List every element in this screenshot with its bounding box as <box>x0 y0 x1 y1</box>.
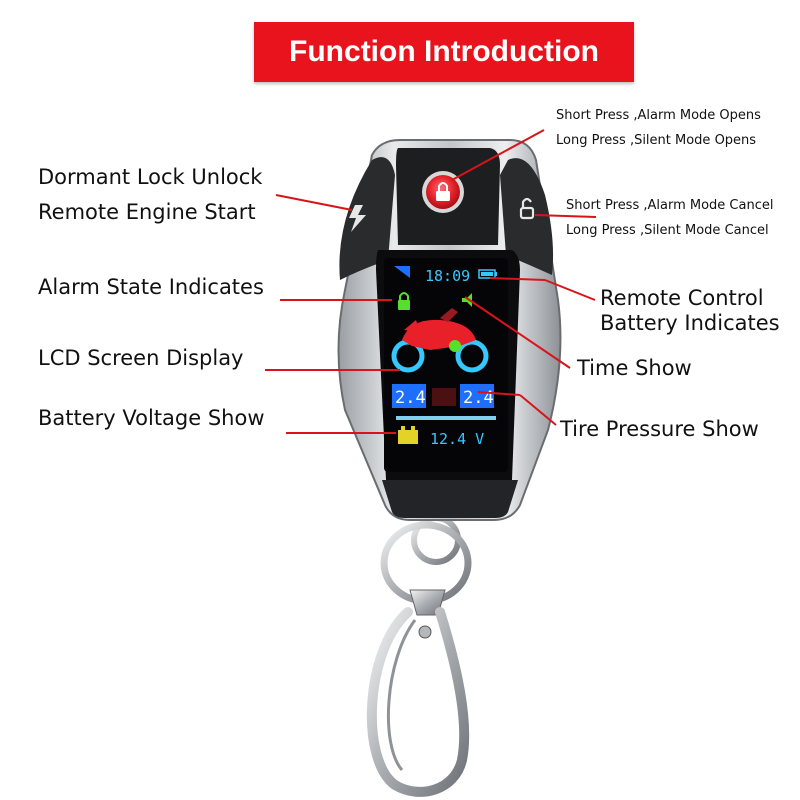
lock-short-press-text: Short Press ,Alarm Mode Opens <box>556 108 761 123</box>
tire-center-indicator <box>432 388 456 406</box>
label-battery-indicates: Battery Indicates <box>600 311 780 335</box>
battery-voltage-icon <box>398 430 418 444</box>
motorcycle-icon <box>391 308 489 373</box>
lcd-tire-left: 2.4 <box>395 388 426 408</box>
lcd-tire-right: 2.4 <box>463 388 494 408</box>
label-time-show: Time Show <box>577 356 692 380</box>
label-alarm-state: Alarm State Indicates <box>38 275 264 299</box>
label-remote-engine-start: Remote Engine Start <box>38 200 256 224</box>
lcd-time: 18:09 <box>425 267 470 285</box>
hook-gate <box>386 619 417 771</box>
unlock-button[interactable] <box>519 197 535 220</box>
lightning-icon <box>349 205 366 232</box>
lock-long-press-text: Long Press ,Silent Mode Opens <box>556 133 757 148</box>
unlock-long-press-text: Long Press ,Silent Mode Cancel <box>566 223 769 238</box>
alarm-lock-icon <box>398 300 410 310</box>
engine-start-button[interactable] <box>349 205 366 232</box>
lock-icon <box>436 191 450 201</box>
snap-hook <box>366 607 470 797</box>
function-introduction-banner: Function Introduction <box>254 22 634 82</box>
label-remote-control: Remote Control <box>600 286 764 310</box>
keychain <box>366 515 472 797</box>
unlock-short-press-text: Short Press ,Alarm Mode Cancel <box>566 198 774 213</box>
lock-button[interactable] <box>422 171 464 213</box>
speaker-icon <box>462 293 472 307</box>
banner-title: Function Introduction <box>289 35 599 68</box>
label-dormant-lock-unlock: Dormant Lock Unlock <box>38 165 263 189</box>
unlock-icon <box>519 206 535 220</box>
tire-left-box <box>392 384 426 408</box>
label-lcd-screen: LCD Screen Display <box>38 346 244 370</box>
label-tire-pressure: Tire Pressure Show <box>560 417 759 441</box>
label-battery-voltage: Battery Voltage Show <box>38 406 265 430</box>
tire-right-box <box>460 384 494 408</box>
hook-rivet <box>418 625 432 639</box>
leader-lines <box>265 129 597 434</box>
signal-icon <box>394 266 410 278</box>
lcd-voltage: 12.4 V <box>430 430 484 448</box>
lcd-divider <box>396 416 496 420</box>
